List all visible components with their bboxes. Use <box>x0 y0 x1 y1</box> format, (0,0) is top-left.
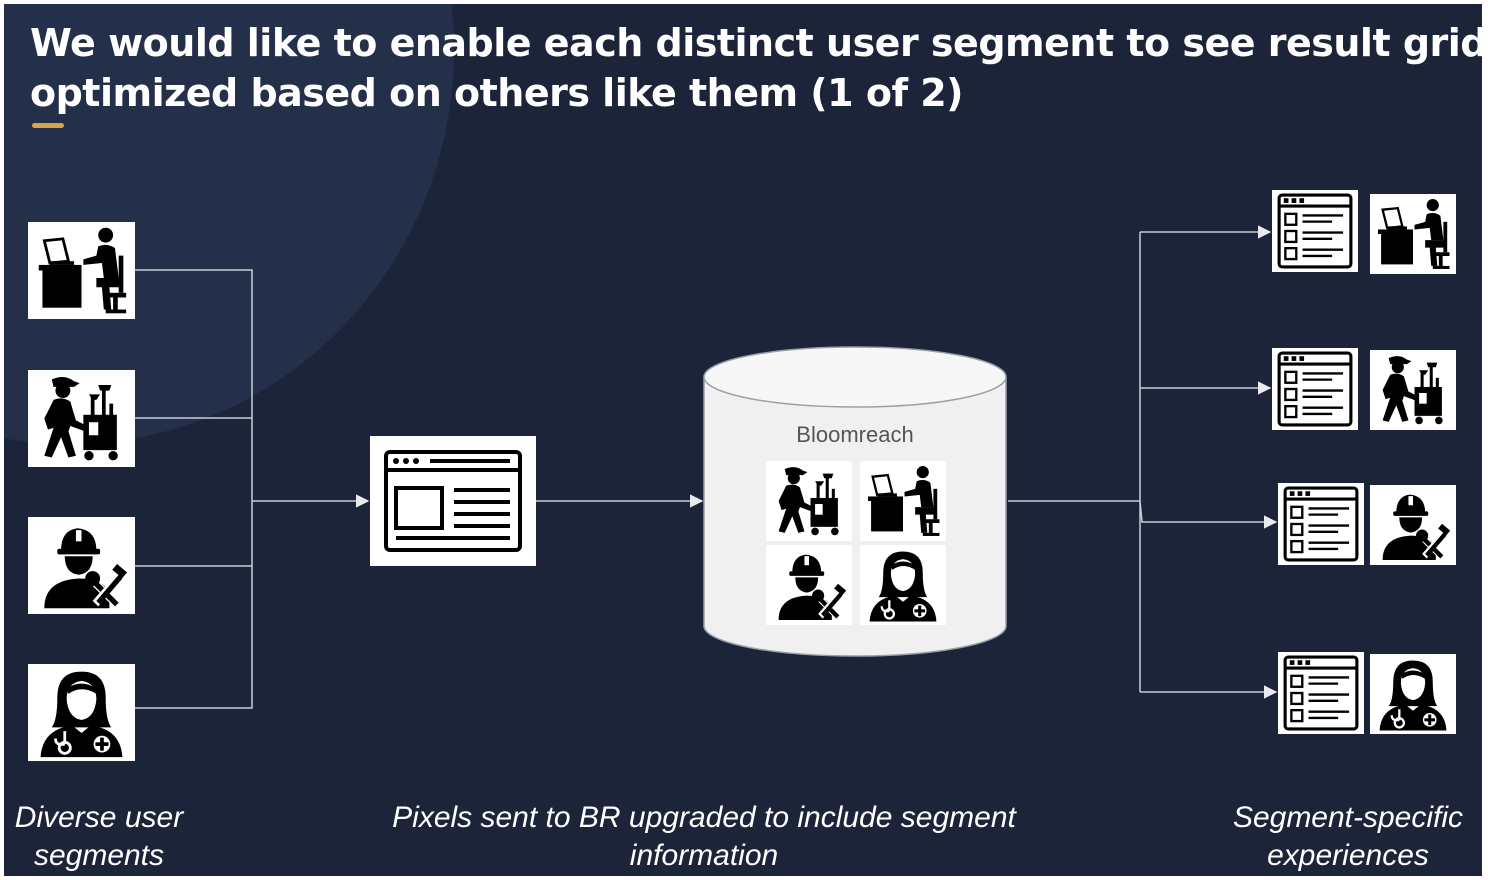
segment-cleaner <box>28 370 135 467</box>
title-line-2: optimized based on others like them (1 o… <box>30 71 964 115</box>
segment-office-worker <box>28 222 135 319</box>
caption-left: Diverse user segments <box>14 801 184 872</box>
title-accent-bar <box>32 123 64 128</box>
database-label: Bloomreach <box>796 422 913 447</box>
caption-middle: Pixels sent to BR upgraded to include se… <box>392 801 1016 872</box>
caption-right: Segment-specific experiences <box>1232 801 1464 872</box>
bloomreach-database: Bloomreach <box>703 346 1007 657</box>
output-construction-worker <box>1278 483 1456 565</box>
output-cleaner <box>1272 348 1456 430</box>
slide-title: We would like to enable each distinct us… <box>30 18 1482 118</box>
segment-construction-worker <box>28 517 135 614</box>
webpage-pixel-box <box>370 436 536 566</box>
diagram: Bloomreach <box>28 190 1456 761</box>
output-office-worker <box>1272 190 1456 274</box>
output-doctor <box>1278 652 1456 734</box>
title-line-1: We would like to enable each distinct us… <box>30 21 1482 65</box>
left-connectors <box>135 269 704 709</box>
segment-doctor <box>28 664 135 761</box>
slide: We would like to enable each distinct us… <box>4 4 1482 876</box>
right-connectors <box>1008 225 1278 699</box>
